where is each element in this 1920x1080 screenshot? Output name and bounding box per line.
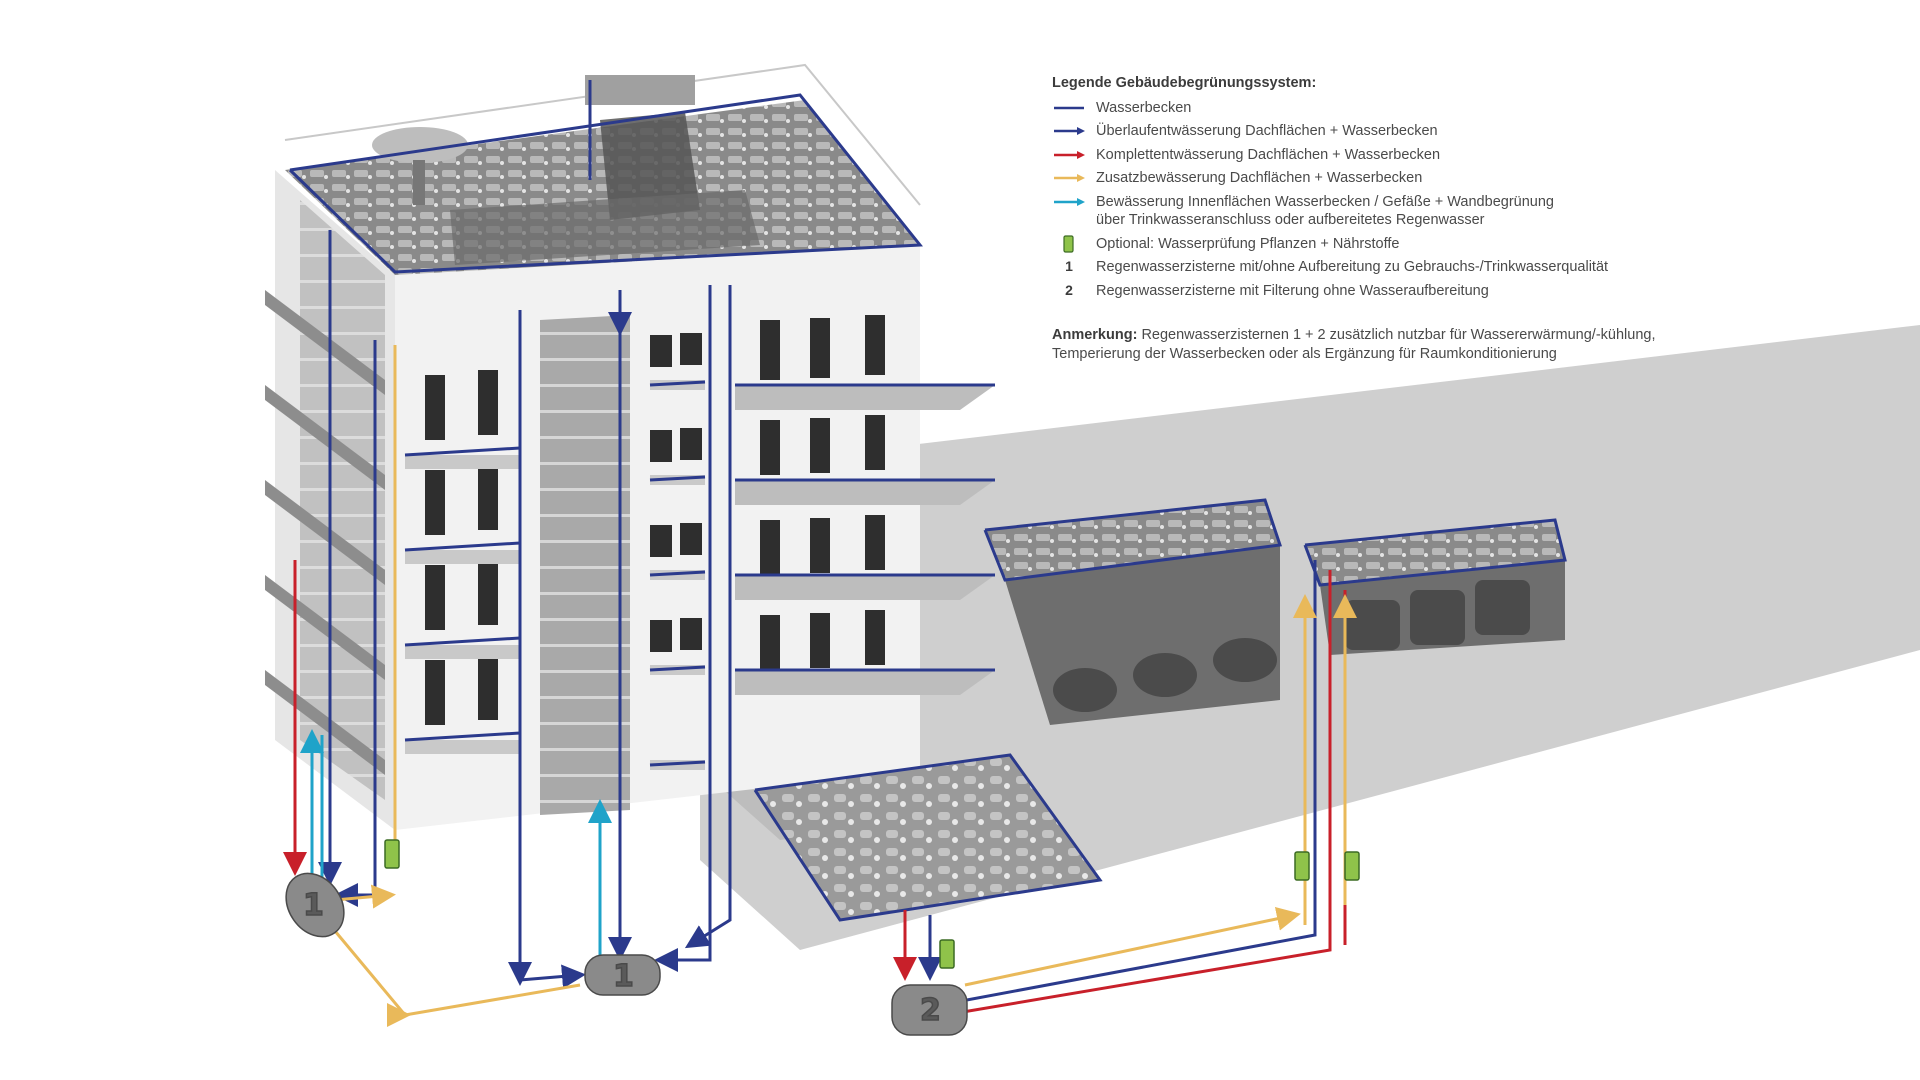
roof-surface (285, 100, 920, 275)
legend-title: Legende Gebäudebegrünungssystem: (1052, 75, 1317, 91)
legend-item-sensor: Optional: Wasserprüfung Pflanzen + Nährs… (1052, 235, 1672, 254)
building-core (540, 315, 630, 815)
legend-item-cistern-1: 1 Regenwasserzisterne mit/ohne Aufbereit… (1052, 258, 1672, 277)
note-text: Regenwasserzisternen 1 + 2 zusätzlich nu… (1141, 327, 1656, 344)
legend-text: Regenwasserzisterne mit Filterung ohne W… (1096, 282, 1489, 299)
legend-item-complete-drainage: Komplettentwässerung Dachflächen + Wasse… (1052, 146, 1672, 165)
cistern-number: 1 (1065, 258, 1073, 275)
cyan-arrow-icon (1054, 197, 1085, 206)
legend-item-indoor-irrigation: Bewässerung Innenflächen Wasserbecken / … (1052, 193, 1672, 230)
tank-right-label: 2 (920, 993, 941, 1028)
yellow-arrow-icon (1054, 174, 1085, 183)
tank-left: 1 (285, 872, 345, 938)
rooftop-pavilion (600, 112, 700, 220)
legend-text-line2: über Trinkwasseranschluss oder aufbereit… (1096, 212, 1485, 229)
red-arrow-icon (1054, 150, 1085, 159)
legend-text: Wasserbecken (1096, 99, 1192, 116)
tank-center-label: 1 (613, 959, 634, 994)
cistern-number: 2 (1065, 281, 1073, 298)
legend-text: Bewässerung Innenflächen Wasserbecken / … (1096, 193, 1554, 210)
pool-outline-roof (288, 93, 923, 274)
note-text-line2: Temperierung der Wasserbecken oder als E… (1052, 346, 1557, 363)
tank-right: 2 (891, 984, 968, 1036)
note-label: Anmerkung: (1052, 327, 1138, 344)
legend-item-overflow: Überlaufentwässerung Dachflächen + Wasse… (1052, 122, 1672, 141)
sensor-carport-1 (1294, 851, 1310, 881)
sensor-plaza (939, 939, 955, 969)
legend-text: Regenwasserzisterne mit/ohne Aufbereitun… (1096, 259, 1609, 276)
tank-center: 1 (584, 954, 661, 996)
blue-arrow-icon (1054, 127, 1085, 136)
sensor-carport-2 (1344, 851, 1360, 881)
carport-1-roof (985, 500, 1280, 580)
legend-text: Zusatzbewässerung Dachflächen + Wasserbe… (1096, 170, 1423, 187)
sensor-left (384, 839, 400, 869)
legend: Legende Gebäudebegrünungssystem: Wasserb… (1052, 74, 1672, 364)
sensor-icon (1063, 235, 1074, 253)
legend-text: Komplettentwässerung Dachflächen + Wasse… (1096, 146, 1441, 163)
legend-text: Überlaufentwässerung Dachflächen + Wasse… (1096, 123, 1438, 140)
ground-green-plaza (755, 755, 1100, 920)
blue-line-icon (1054, 106, 1084, 109)
legend-item-pool: Wasserbecken (1052, 99, 1672, 118)
legend-item-cistern-2: 2 Regenwasserzisterne mit Filterung ohne… (1052, 282, 1672, 301)
legend-note: Anmerkung: Regenwasserzisternen 1 + 2 zu… (1052, 326, 1672, 363)
tank-left-label: 1 (303, 888, 324, 923)
legend-item-additional-irrigation: Zusatzbewässerung Dachflächen + Wasserbe… (1052, 169, 1672, 188)
carport-2-roof (1305, 520, 1565, 585)
legend-text: Optional: Wasserprüfung Pflanzen + Nährs… (1096, 235, 1400, 252)
